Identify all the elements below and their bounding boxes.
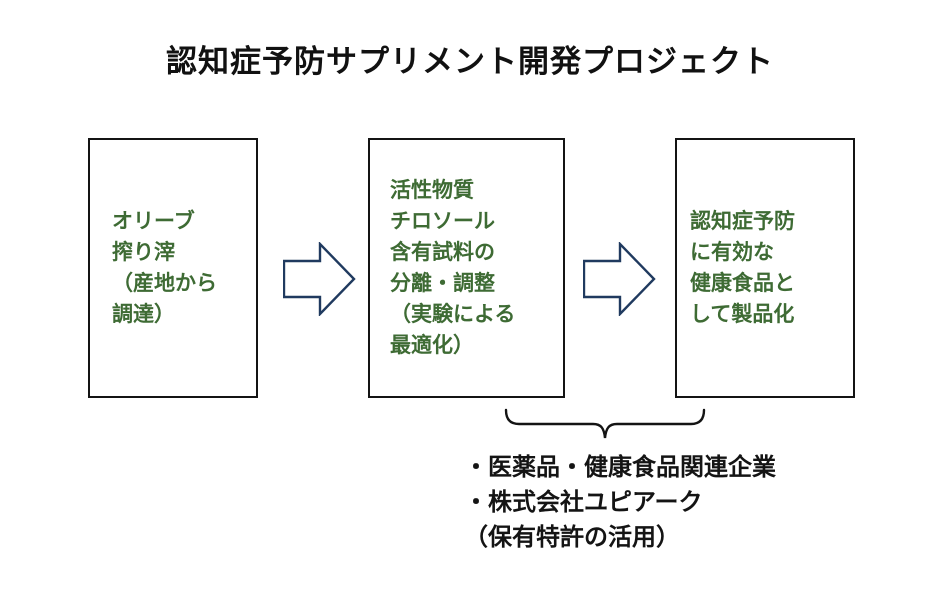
page-title: 認知症予防サプリメント開発プロジェクト	[166, 44, 774, 79]
process-box-label: オリーブ 搾り滓 （産地から 調達）	[112, 210, 217, 326]
right-arrow-icon	[283, 242, 356, 316]
process-box-label: 活性物質 チロソール 含有試料の 分離・調整 （実験による 最適化）	[390, 179, 516, 357]
process-box-productization: 認知症予防 に有効な 健康食品と して製品化	[675, 138, 855, 398]
process-box-label: 認知症予防 に有効な 健康食品と して製品化	[690, 210, 795, 326]
partners-note: ・医薬品・健康食品関連企業 ・株式会社ユピアーク （保有特許の活用）	[464, 454, 776, 551]
under-brace-icon	[504, 408, 706, 439]
process-box-tyrosol-separation: 活性物質 チロソール 含有試料の 分離・調整 （実験による 最適化）	[368, 138, 565, 398]
right-arrow-icon	[583, 242, 656, 316]
process-box-olive-pomace: オリーブ 搾り滓 （産地から 調達）	[88, 138, 258, 398]
